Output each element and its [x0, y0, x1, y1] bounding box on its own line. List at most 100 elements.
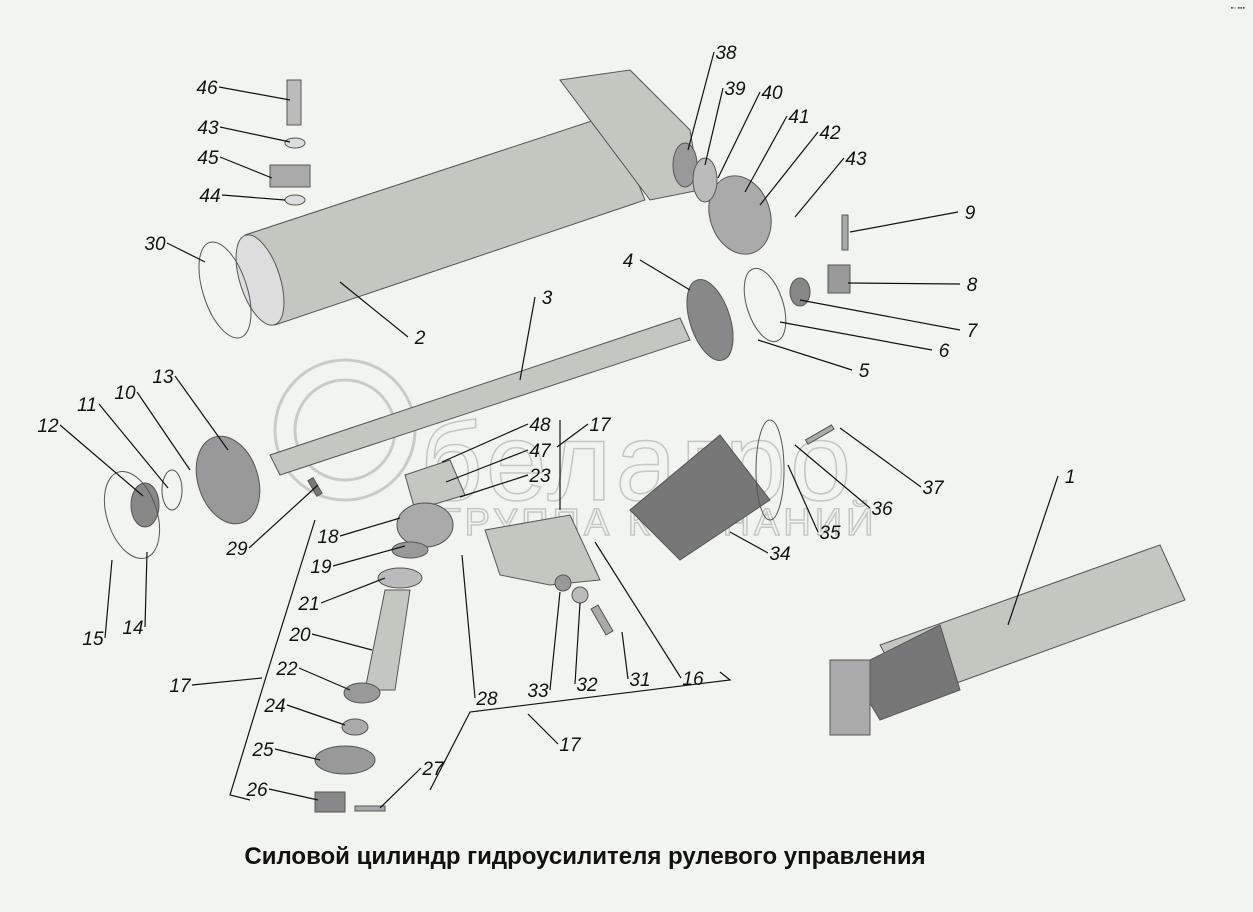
leader-line-23 — [459, 474, 529, 498]
cotter-27 — [354, 805, 386, 812]
callout-1: 1 — [1065, 467, 1076, 488]
leader-line-24 — [286, 704, 346, 726]
callout-28: 28 — [475, 689, 498, 710]
bolt-46 — [286, 79, 302, 126]
callout-8: 8 — [967, 275, 978, 296]
assembled-end — [829, 659, 871, 736]
callout-17: 17 — [559, 735, 582, 756]
callout-33: 33 — [527, 681, 549, 702]
leader-line-36 — [794, 444, 871, 509]
callout-26: 26 — [245, 780, 268, 801]
callout-20: 20 — [288, 625, 311, 646]
leader-line-34 — [729, 531, 769, 554]
callout-21: 21 — [297, 594, 319, 615]
callout-36: 36 — [871, 499, 893, 520]
ring-10 — [161, 469, 183, 511]
part-22 — [343, 682, 381, 704]
leader-line-5 — [757, 339, 853, 371]
leader-line-21 — [320, 577, 386, 604]
nut-8 — [827, 264, 851, 294]
callout-46: 46 — [196, 78, 218, 99]
leader-line-14 — [144, 551, 148, 628]
cup-21 — [377, 567, 423, 589]
leader-line-45 — [219, 156, 273, 179]
housing-18 — [396, 502, 454, 548]
callout-47: 47 — [529, 441, 552, 462]
leader-line-44 — [221, 194, 286, 201]
callout-9: 9 — [965, 203, 976, 224]
leader-line-33 — [549, 591, 561, 691]
callout-48: 48 — [529, 415, 551, 436]
leader-line-13 — [174, 375, 229, 451]
callout-30: 30 — [144, 234, 166, 255]
callout-17: 17 — [169, 676, 192, 697]
callout-15: 15 — [82, 629, 104, 650]
lever-16 — [484, 514, 601, 586]
ring-15 — [103, 471, 161, 559]
callout-27: 27 — [421, 759, 445, 780]
leader-lines — [59, 51, 1059, 809]
ring-39 — [692, 157, 718, 203]
leader-line-17 — [556, 423, 589, 448]
nut-25 — [314, 745, 376, 775]
pin-9 — [841, 214, 849, 251]
leader-line-25 — [274, 748, 321, 761]
cover-41 — [708, 175, 772, 255]
leader-line-16 — [594, 541, 682, 679]
parts-drawing — [103, 69, 1186, 813]
bearing-13 — [195, 435, 261, 525]
leader-line-22 — [298, 667, 351, 691]
callout-14: 14 — [122, 618, 143, 639]
leader-line-28 — [461, 554, 476, 699]
ring-30 — [198, 241, 252, 339]
part-24 — [341, 718, 369, 736]
callout-6: 6 — [939, 341, 950, 362]
leader-line-40 — [717, 91, 761, 179]
callout-34: 34 — [769, 544, 790, 565]
corner-mark: ▪▫ ▪▪▪ — [1230, 5, 1245, 12]
callout-40: 40 — [761, 83, 783, 104]
callout-3: 3 — [542, 288, 553, 309]
callout-4: 4 — [623, 251, 634, 272]
leader-line-30 — [166, 242, 206, 263]
bracket-lines — [229, 420, 732, 801]
callout-12: 12 — [37, 416, 59, 437]
callout-13: 13 — [152, 367, 174, 388]
callout-31: 31 — [629, 670, 650, 691]
leader-line-7 — [799, 299, 961, 331]
washer-33 — [554, 574, 572, 592]
callout-18: 18 — [317, 527, 339, 548]
piston-4 — [686, 279, 734, 361]
spring-19 — [391, 541, 429, 559]
callout-41: 41 — [788, 107, 809, 128]
leader-line-19 — [332, 545, 406, 567]
leader-line-43 — [219, 126, 291, 143]
watermark: белагро ГРУППА КОМПАНИЙ — [273, 358, 874, 545]
callout-29: 29 — [225, 539, 248, 560]
leader-line-11 — [98, 403, 169, 489]
leader-line-37 — [839, 427, 922, 488]
callout-23: 23 — [528, 466, 551, 487]
callout-32: 32 — [576, 675, 598, 696]
boot-34 — [629, 434, 771, 561]
leader-line-39 — [704, 87, 724, 166]
callout-5: 5 — [859, 361, 870, 382]
leader-line-32 — [574, 602, 581, 685]
callout-7: 7 — [967, 321, 979, 342]
leader-line-35 — [787, 464, 819, 533]
ring-6 — [743, 267, 787, 343]
washer-32 — [571, 586, 589, 604]
callout-43: 43 — [197, 118, 219, 139]
callout-35: 35 — [819, 523, 841, 544]
leader-line-9 — [849, 211, 959, 233]
callout-44: 44 — [199, 186, 220, 207]
leader-line-43 — [794, 157, 845, 218]
cylinder-body — [244, 114, 646, 326]
callout-2: 2 — [414, 328, 426, 349]
leader-line-6 — [779, 321, 933, 351]
callout-11: 11 — [77, 395, 97, 416]
seal-7 — [789, 277, 811, 307]
leader-line-17 — [191, 677, 263, 686]
